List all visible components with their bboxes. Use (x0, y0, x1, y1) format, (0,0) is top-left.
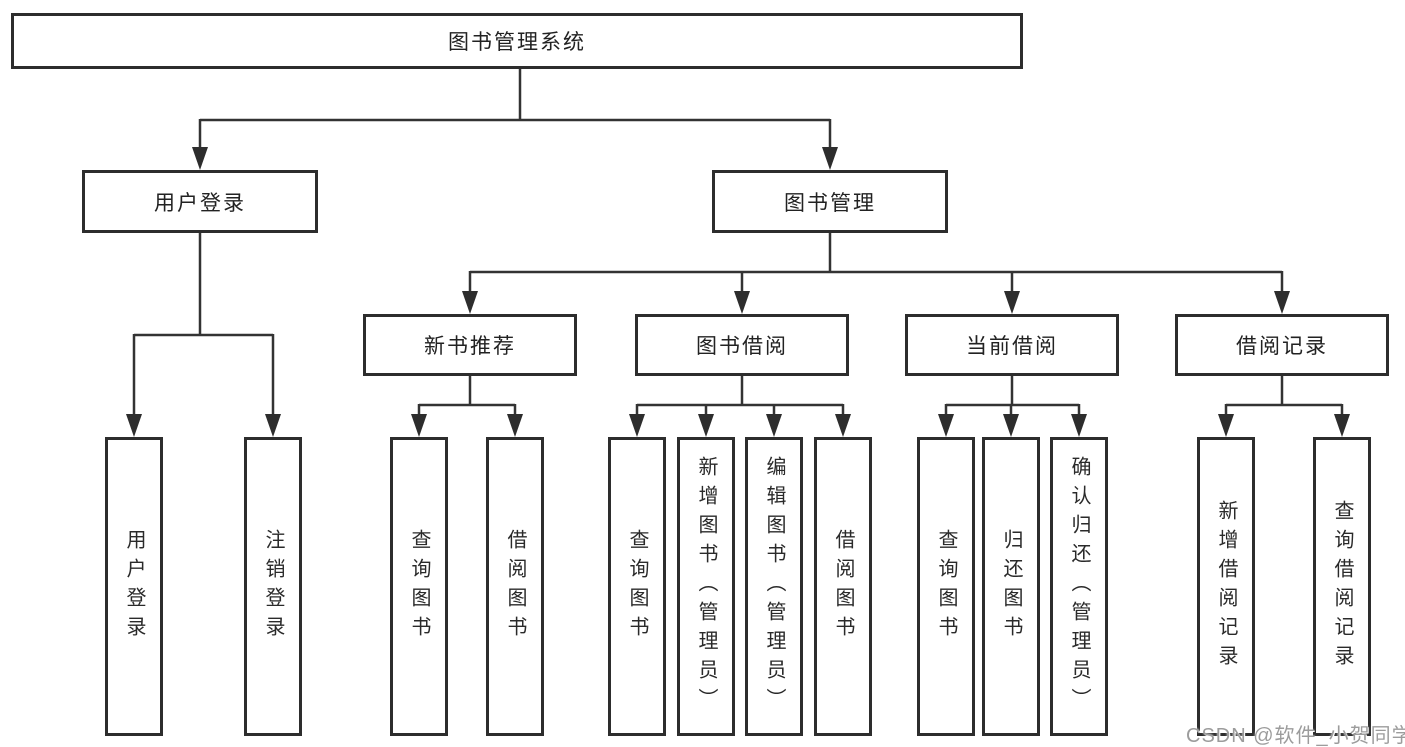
node-user-login: 用户登录 (82, 170, 318, 233)
leaf-query-books-recommend: 查询图书 (390, 437, 448, 736)
leaf-add-borrow-record: 新增借阅记录 (1197, 437, 1255, 736)
leaf-query-books-manage-label: 查询图书 (626, 528, 648, 645)
node-new-book-recommend-label: 新书推荐 (424, 335, 516, 358)
leaf-return-books: 归还图书 (982, 437, 1040, 736)
leaf-query-books-manage: 查询图书 (608, 437, 666, 736)
leaf-query-books-current-label: 查询图书 (935, 528, 957, 645)
leaf-edit-book-admin-label: 编辑图书（管理员） (763, 456, 785, 717)
leaf-query-books-recommend-label: 查询图书 (408, 528, 430, 645)
leaf-query-books-current: 查询图书 (917, 437, 975, 736)
leaf-add-book-admin-label: 新增图书（管理员） (695, 456, 717, 717)
node-borrow-records-label: 借阅记录 (1236, 335, 1328, 358)
leaf-logout: 注销登录 (244, 437, 302, 736)
node-book-borrow-label: 图书借阅 (696, 335, 788, 358)
leaf-add-book-admin: 新增图书（管理员） (677, 437, 735, 736)
leaf-return-books-label: 归还图书 (1000, 528, 1022, 645)
node-root-label: 图书管理系统 (448, 31, 586, 54)
leaf-user-login: 用户登录 (105, 437, 163, 736)
leaf-borrow-books-recommend-label: 借阅图书 (504, 528, 526, 645)
leaf-confirm-return-admin: 确认归还（管理员） (1050, 437, 1108, 736)
leaf-query-borrow-record: 查询借阅记录 (1313, 437, 1371, 736)
csdn-watermark: CSDN @软件_小贺同学 (1186, 725, 1405, 747)
leaf-user-login-label: 用户登录 (123, 528, 145, 645)
leaf-borrow-books-recommend: 借阅图书 (486, 437, 544, 736)
node-user-login-label: 用户登录 (154, 191, 246, 215)
leaf-borrow-books-manage-label: 借阅图书 (832, 528, 854, 645)
node-borrow-records: 借阅记录 (1175, 314, 1389, 376)
leaf-edit-book-admin: 编辑图书（管理员） (745, 437, 803, 736)
node-new-book-recommend: 新书推荐 (363, 314, 577, 376)
leaf-borrow-books-manage: 借阅图书 (814, 437, 872, 736)
leaf-logout-label: 注销登录 (262, 528, 284, 645)
node-book-management: 图书管理 (712, 170, 948, 233)
node-current-borrow-label: 当前借阅 (966, 335, 1058, 358)
leaf-query-borrow-record-label: 查询借阅记录 (1331, 499, 1353, 674)
node-book-management-label: 图书管理 (784, 191, 876, 215)
node-root: 图书管理系统 (11, 13, 1023, 69)
node-book-borrow: 图书借阅 (635, 314, 849, 376)
leaf-add-borrow-record-label: 新增借阅记录 (1215, 499, 1237, 674)
node-current-borrow: 当前借阅 (905, 314, 1119, 376)
leaf-confirm-return-admin-label: 确认归还（管理员） (1068, 456, 1090, 717)
